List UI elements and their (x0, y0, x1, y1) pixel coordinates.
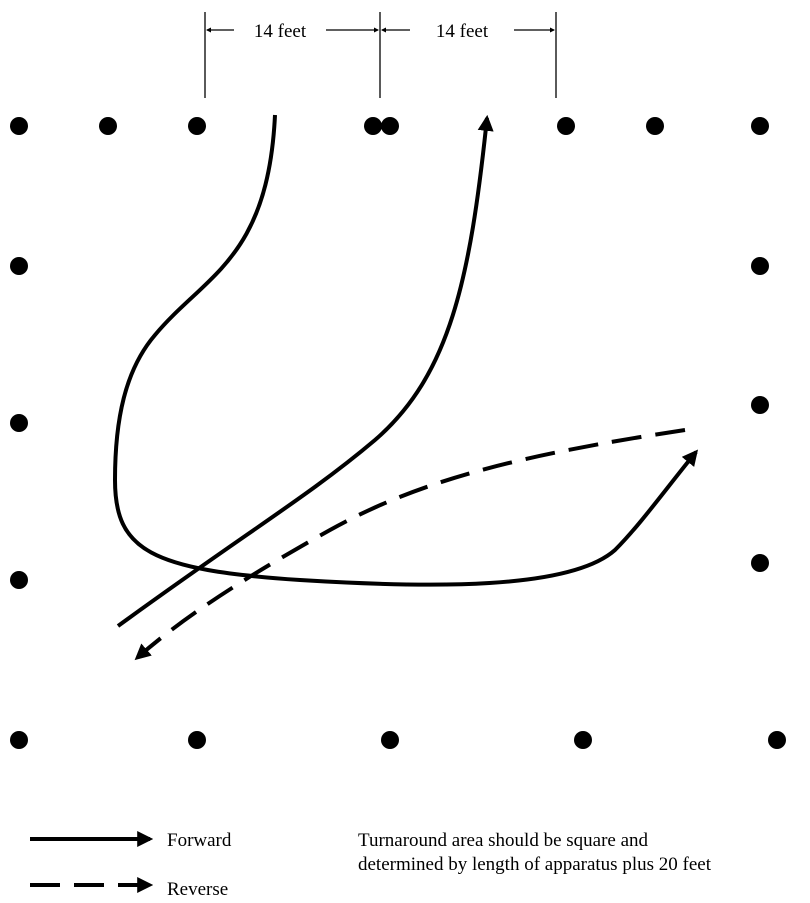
forward-path-entry (112, 114, 699, 587)
cone (768, 731, 786, 749)
forward-path-exit (116, 114, 494, 628)
cone (188, 731, 206, 749)
note-line-2: determined by length of apparatus plus 2… (358, 854, 712, 875)
reverse-path (134, 428, 686, 661)
cone (381, 731, 399, 749)
note-line-1: Turnaround area should be square and (358, 830, 649, 851)
cone (751, 554, 769, 572)
turnaround-note: Turnaround area should be square and det… (358, 830, 712, 875)
cone (364, 117, 382, 135)
cone (188, 117, 206, 135)
cone (10, 414, 28, 432)
driving-paths (112, 114, 699, 661)
cone (646, 117, 664, 135)
dimension-label-1: 14 feet (254, 21, 307, 42)
cone (10, 257, 28, 275)
dimension-markers (204, 12, 557, 98)
cone (10, 117, 28, 135)
cone (574, 731, 592, 749)
legend-reverse-label: Reverse (167, 879, 228, 900)
legend: Forward Reverse (30, 830, 232, 900)
legend-forward-label: Forward (167, 830, 232, 851)
cone (10, 571, 28, 589)
cone (10, 731, 28, 749)
cones (10, 117, 786, 749)
cone (99, 117, 117, 135)
cone (381, 117, 399, 135)
dimension-label-2: 14 feet (436, 21, 489, 42)
cone (751, 117, 769, 135)
cone (751, 257, 769, 275)
cone (557, 117, 575, 135)
cone (751, 396, 769, 414)
